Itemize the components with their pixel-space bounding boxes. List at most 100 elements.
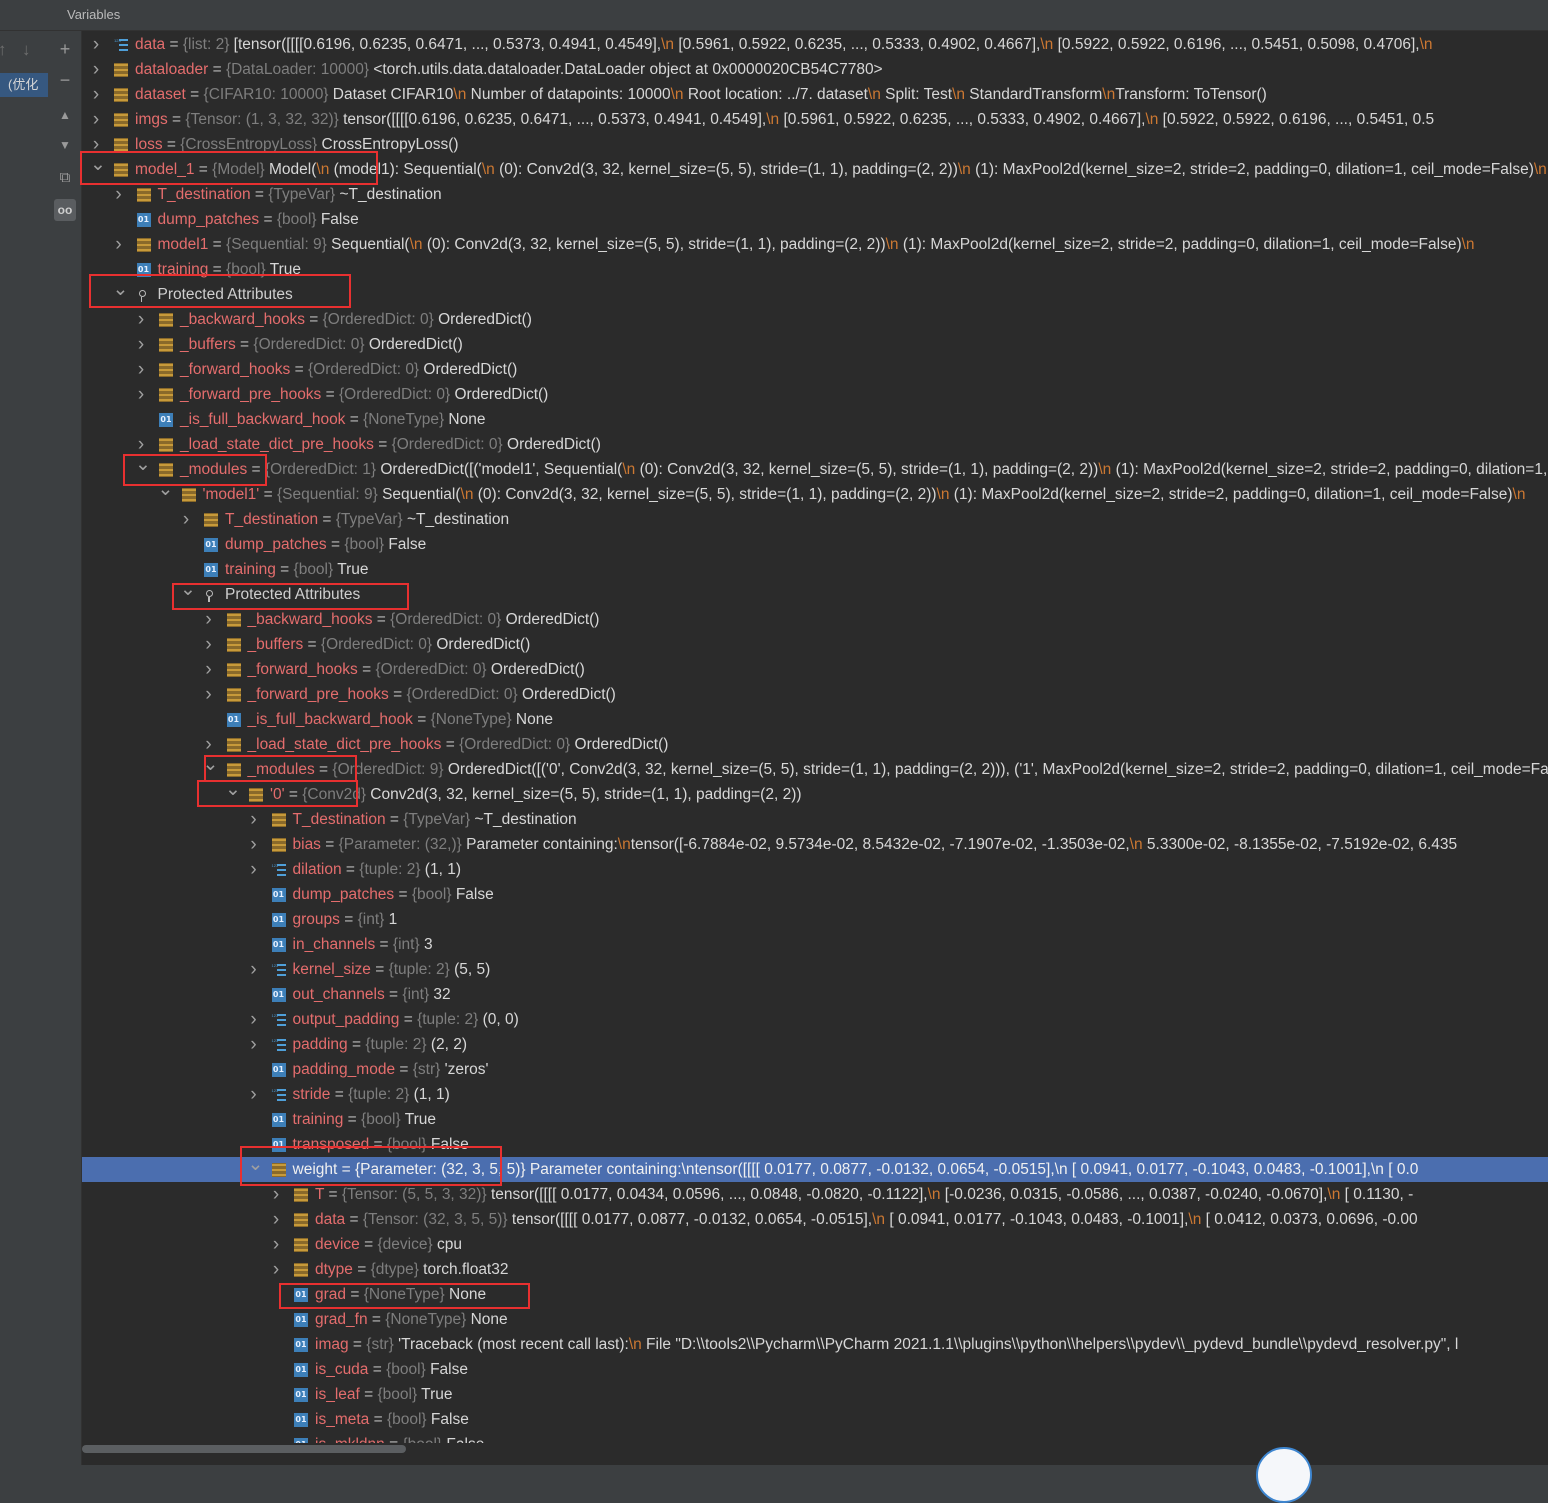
chevron-right-icon[interactable]: › [270,1182,282,1207]
arrow-up-icon[interactable]: ↑ [0,40,7,60]
chevron-right-icon[interactable]: › [135,307,147,332]
variable-row[interactable]: ›dtype = {dtype} torch.float32 [82,1257,1548,1282]
chevron-right-icon[interactable]: › [248,1082,260,1107]
chevron-right-icon[interactable]: › [90,132,102,157]
chevron-right-icon[interactable]: › [203,682,215,707]
variable-row[interactable]: ›data = {list: 2} [tensor([[[[0.6196, 0.… [82,32,1548,57]
variable-row[interactable]: ⌄weight = {Parameter: (32, 3, 5, 5)} Par… [82,1157,1548,1182]
variable-row[interactable]: ›_backward_hooks = {OrderedDict: 0} Orde… [82,607,1548,632]
tab-label-optimize[interactable]: (优化 [0,73,48,97]
chevron-right-icon[interactable]: › [270,1232,282,1257]
variable-row[interactable]: ›T_destination = {TypeVar} ~T_destinatio… [82,807,1548,832]
chevron-right-icon[interactable]: › [248,807,260,832]
variable-row[interactable]: ⌄'model1' = {Sequential: 9} Sequential(\… [82,482,1548,507]
variable-row[interactable]: ›_backward_hooks = {OrderedDict: 0} Orde… [82,307,1548,332]
chevron-down-icon[interactable]: ⌄ [90,157,102,177]
variable-row[interactable]: ›kernel_size = {tuple: 2} (5, 5) [82,957,1548,982]
variable-row[interactable]: ⌄'0' = {Conv2d} Conv2d(3, 32, kernel_siz… [82,782,1548,807]
chevron-right-icon[interactable]: › [270,1207,282,1232]
chevron-down-icon[interactable]: ⌄ [135,457,147,477]
variable-row[interactable]: ›bias = {Parameter: (32,)} Parameter con… [82,832,1548,857]
chevron-right-icon[interactable]: › [90,57,102,82]
variable-row[interactable]: ›_forward_hooks = {OrderedDict: 0} Order… [82,357,1548,382]
chevron-right-icon[interactable]: › [203,607,215,632]
chevron-right-icon[interactable]: › [90,107,102,132]
chevron-right-icon[interactable]: › [248,1007,260,1032]
chevron-right-icon[interactable]: › [203,632,215,657]
chevron-right-icon[interactable]: › [270,1257,282,1282]
triangle-down-icon[interactable]: ▼ [54,134,76,156]
chevron-right-icon[interactable]: › [90,32,102,57]
chevron-right-icon[interactable]: › [248,832,260,857]
variable-row[interactable]: ›dataloader = {DataLoader: 10000} <torch… [82,57,1548,82]
chevron-right-icon[interactable]: › [135,332,147,357]
variable-row[interactable]: 01_is_full_backward_hook = {NoneType} No… [82,407,1548,432]
variable-row[interactable]: ›_forward_pre_hooks = {OrderedDict: 0} O… [82,682,1548,707]
chevron-right-icon[interactable]: › [203,657,215,682]
floating-assistant-icon[interactable] [1256,1447,1312,1503]
chevron-right-icon[interactable]: › [135,432,147,457]
chevron-right-icon[interactable]: › [248,1032,260,1057]
chevron-right-icon[interactable]: › [248,857,260,882]
chevron-down-icon[interactable]: ⌄ [180,582,192,602]
chevron-right-icon[interactable]: › [135,357,147,382]
variable-row[interactable]: ›loss = {CrossEntropyLoss} CrossEntropyL… [82,132,1548,157]
minus-icon[interactable]: − [54,69,76,91]
protected-attributes-node[interactable]: ⌄Protected Attributes [82,582,1548,607]
variable-row[interactable]: ›_buffers = {OrderedDict: 0} OrderedDict… [82,632,1548,657]
variable-row[interactable]: ›_buffers = {OrderedDict: 0} OrderedDict… [82,332,1548,357]
variable-row[interactable]: ›_load_state_dict_pre_hooks = {OrderedDi… [82,732,1548,757]
variable-row[interactable]: ›_forward_hooks = {OrderedDict: 0} Order… [82,657,1548,682]
variable-row[interactable]: ›dilation = {tuple: 2} (1, 1) [82,857,1548,882]
variable-row[interactable]: ›T_destination = {TypeVar} ~T_destinatio… [82,507,1548,532]
variable-row[interactable]: ›_load_state_dict_pre_hooks = {OrderedDi… [82,432,1548,457]
horizontal-scrollbar[interactable] [82,1443,1548,1465]
chevron-right-icon[interactable]: › [113,182,125,207]
variable-row[interactable]: ›output_padding = {tuple: 2} (0, 0) [82,1007,1548,1032]
chevron-right-icon[interactable]: › [135,382,147,407]
scrollbar-thumb[interactable] [82,1445,406,1453]
variable-row[interactable]: ›device = {device} cpu [82,1232,1548,1257]
chevron-down-icon[interactable]: ⌄ [113,282,125,302]
variable-row[interactable]: ›data = {Tensor: (32, 3, 5, 5)} tensor([… [82,1207,1548,1232]
chevron-right-icon[interactable]: › [113,232,125,257]
variable-row[interactable]: ›stride = {tuple: 2} (1, 1) [82,1082,1548,1107]
variable-row[interactable]: ⌄_modules = {OrderedDict: 9} OrderedDict… [82,757,1548,782]
chevron-right-icon[interactable]: › [248,957,260,982]
chevron-down-icon[interactable]: ⌄ [158,482,170,502]
variable-row[interactable]: ⌄model_1 = {Model} Model(\n (model1): Se… [82,157,1548,182]
chevron-down-icon[interactable]: ⌄ [248,1157,260,1177]
variable-row[interactable]: 01_is_full_backward_hook = {NoneType} No… [82,707,1548,732]
variable-row[interactable]: ›model1 = {Sequential: 9} Sequential(\n … [82,232,1548,257]
variable-row[interactable]: ›T_destination = {TypeVar} ~T_destinatio… [82,182,1548,207]
chevron-down-icon[interactable]: ⌄ [203,757,215,777]
variable-row[interactable]: ›_forward_pre_hooks = {OrderedDict: 0} O… [82,382,1548,407]
variable-row[interactable]: ›imgs = {Tensor: (1, 3, 32, 32)} tensor(… [82,107,1548,132]
chevron-right-icon[interactable]: › [90,82,102,107]
copy-icon[interactable]: ⧉ [54,167,76,189]
arrow-down-icon[interactable]: ↓ [22,40,31,60]
triangle-up-icon[interactable]: ▲ [54,104,76,126]
variable-row[interactable]: ›padding = {tuple: 2} (2, 2) [82,1032,1548,1057]
protected-attributes-node[interactable]: ⌄Protected Attributes [82,282,1548,307]
variable-row[interactable]: ›dataset = {CIFAR10: 10000} Dataset CIFA… [82,82,1548,107]
variable-row[interactable]: ⌄_modules = {OrderedDict: 1} OrderedDict… [82,457,1548,482]
